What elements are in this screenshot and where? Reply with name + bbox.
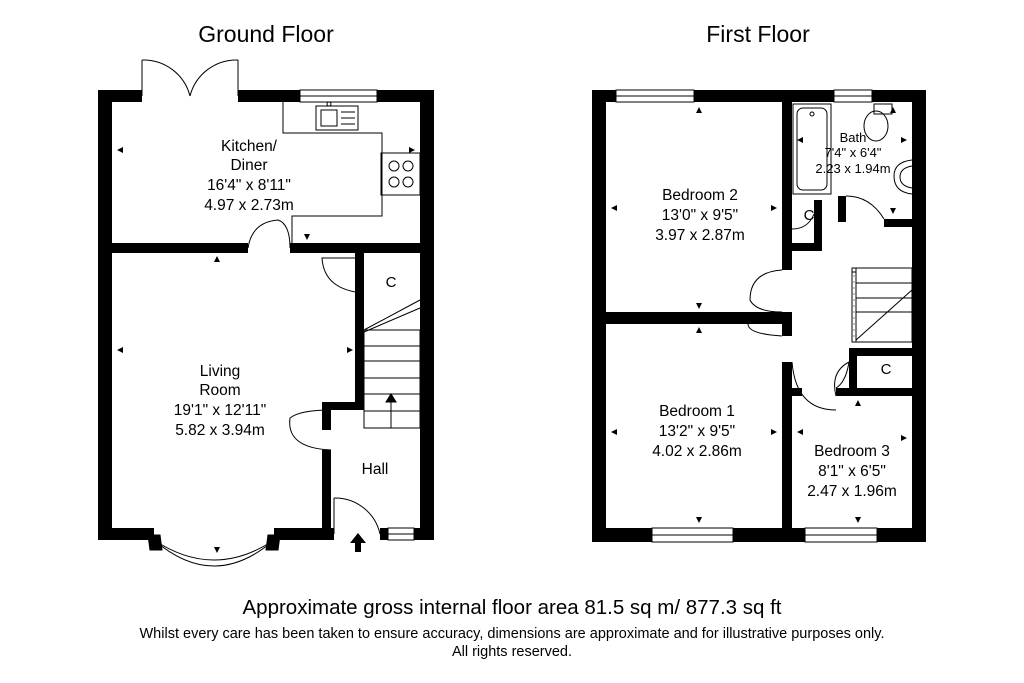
- first-internal-doors: [747, 195, 885, 411]
- living-label-2: Room: [199, 382, 240, 399]
- living-label: Living: [200, 363, 241, 380]
- bathtub-icon: [792, 103, 832, 195]
- bedroom3-label: Bedroom 3: [814, 443, 890, 460]
- hall-window: [387, 527, 415, 541]
- toilet-icon: [863, 103, 893, 142]
- bath-metric: 2.23 x 1.94m: [815, 161, 890, 176]
- disclaimer-text: Whilst every care has been taken to ensu…: [140, 626, 885, 642]
- bedroom1-metric: 4.02 x 2.86m: [652, 443, 742, 460]
- bath-label: Bath: [840, 130, 867, 145]
- living-imperial: 19'1" x 12'11": [174, 402, 266, 419]
- first-outer-walls: [592, 90, 926, 542]
- first-internal-walls: [606, 102, 912, 528]
- living-metric: 5.82 x 3.94m: [175, 422, 265, 439]
- kitchen-worktop: [282, 101, 421, 243]
- first-floor-title: First Floor: [706, 21, 810, 47]
- kitchen-label: Kitchen/: [221, 138, 278, 155]
- bath-imperial: 7'4" x 6'4": [825, 145, 882, 160]
- ground-stairs: [363, 299, 421, 429]
- kitchen-imperial: 16'4" x 8'11": [207, 177, 291, 194]
- entrance-arrow-icon: [350, 533, 366, 552]
- kitchen-window: [299, 89, 378, 103]
- first-cupboard-b-label: C: [881, 361, 892, 378]
- bay-window: [147, 534, 281, 567]
- front-door: [333, 497, 381, 535]
- rights-text: All rights reserved.: [452, 644, 572, 660]
- bedroom1-label: Bedroom 1: [659, 403, 735, 420]
- ground-internal-walls: [112, 243, 420, 528]
- kitchen-metric: 4.97 x 2.73m: [204, 197, 294, 214]
- first-windows: [615, 89, 878, 543]
- first-floor: First Floor: [592, 21, 926, 543]
- floor-area-text: Approximate gross internal floor area 81…: [243, 596, 782, 619]
- kitchen-label-2: Diner: [230, 157, 267, 174]
- ground-floor: Ground Floor: [98, 21, 434, 567]
- ground-dimension-ticks: [117, 147, 415, 553]
- french-doors: [141, 59, 239, 97]
- bedroom3-metric: 2.47 x 1.96m: [807, 483, 897, 500]
- bedroom3-imperial: 8'1" x 6'5": [818, 463, 886, 480]
- bedroom2-imperial: 13'0" x 9'5": [662, 207, 738, 224]
- bedroom1-imperial: 13'2" x 9'5": [659, 423, 735, 440]
- basin-icon: [893, 159, 913, 195]
- first-dimension-ticks: [611, 107, 907, 523]
- stair-hatch: [853, 275, 855, 337]
- first-stairs: [851, 267, 913, 343]
- bedroom2-label: Bedroom 2: [662, 187, 738, 204]
- ground-cupboard-label: C: [386, 274, 397, 291]
- ground-internal-doors: [247, 219, 365, 451]
- first-cupboard-a-label: C: [804, 207, 815, 224]
- hall-label: Hall: [362, 461, 389, 478]
- ground-floor-title: Ground Floor: [198, 21, 334, 47]
- bedroom2-metric: 3.97 x 2.87m: [655, 227, 745, 244]
- ground-outer-walls: [98, 90, 434, 540]
